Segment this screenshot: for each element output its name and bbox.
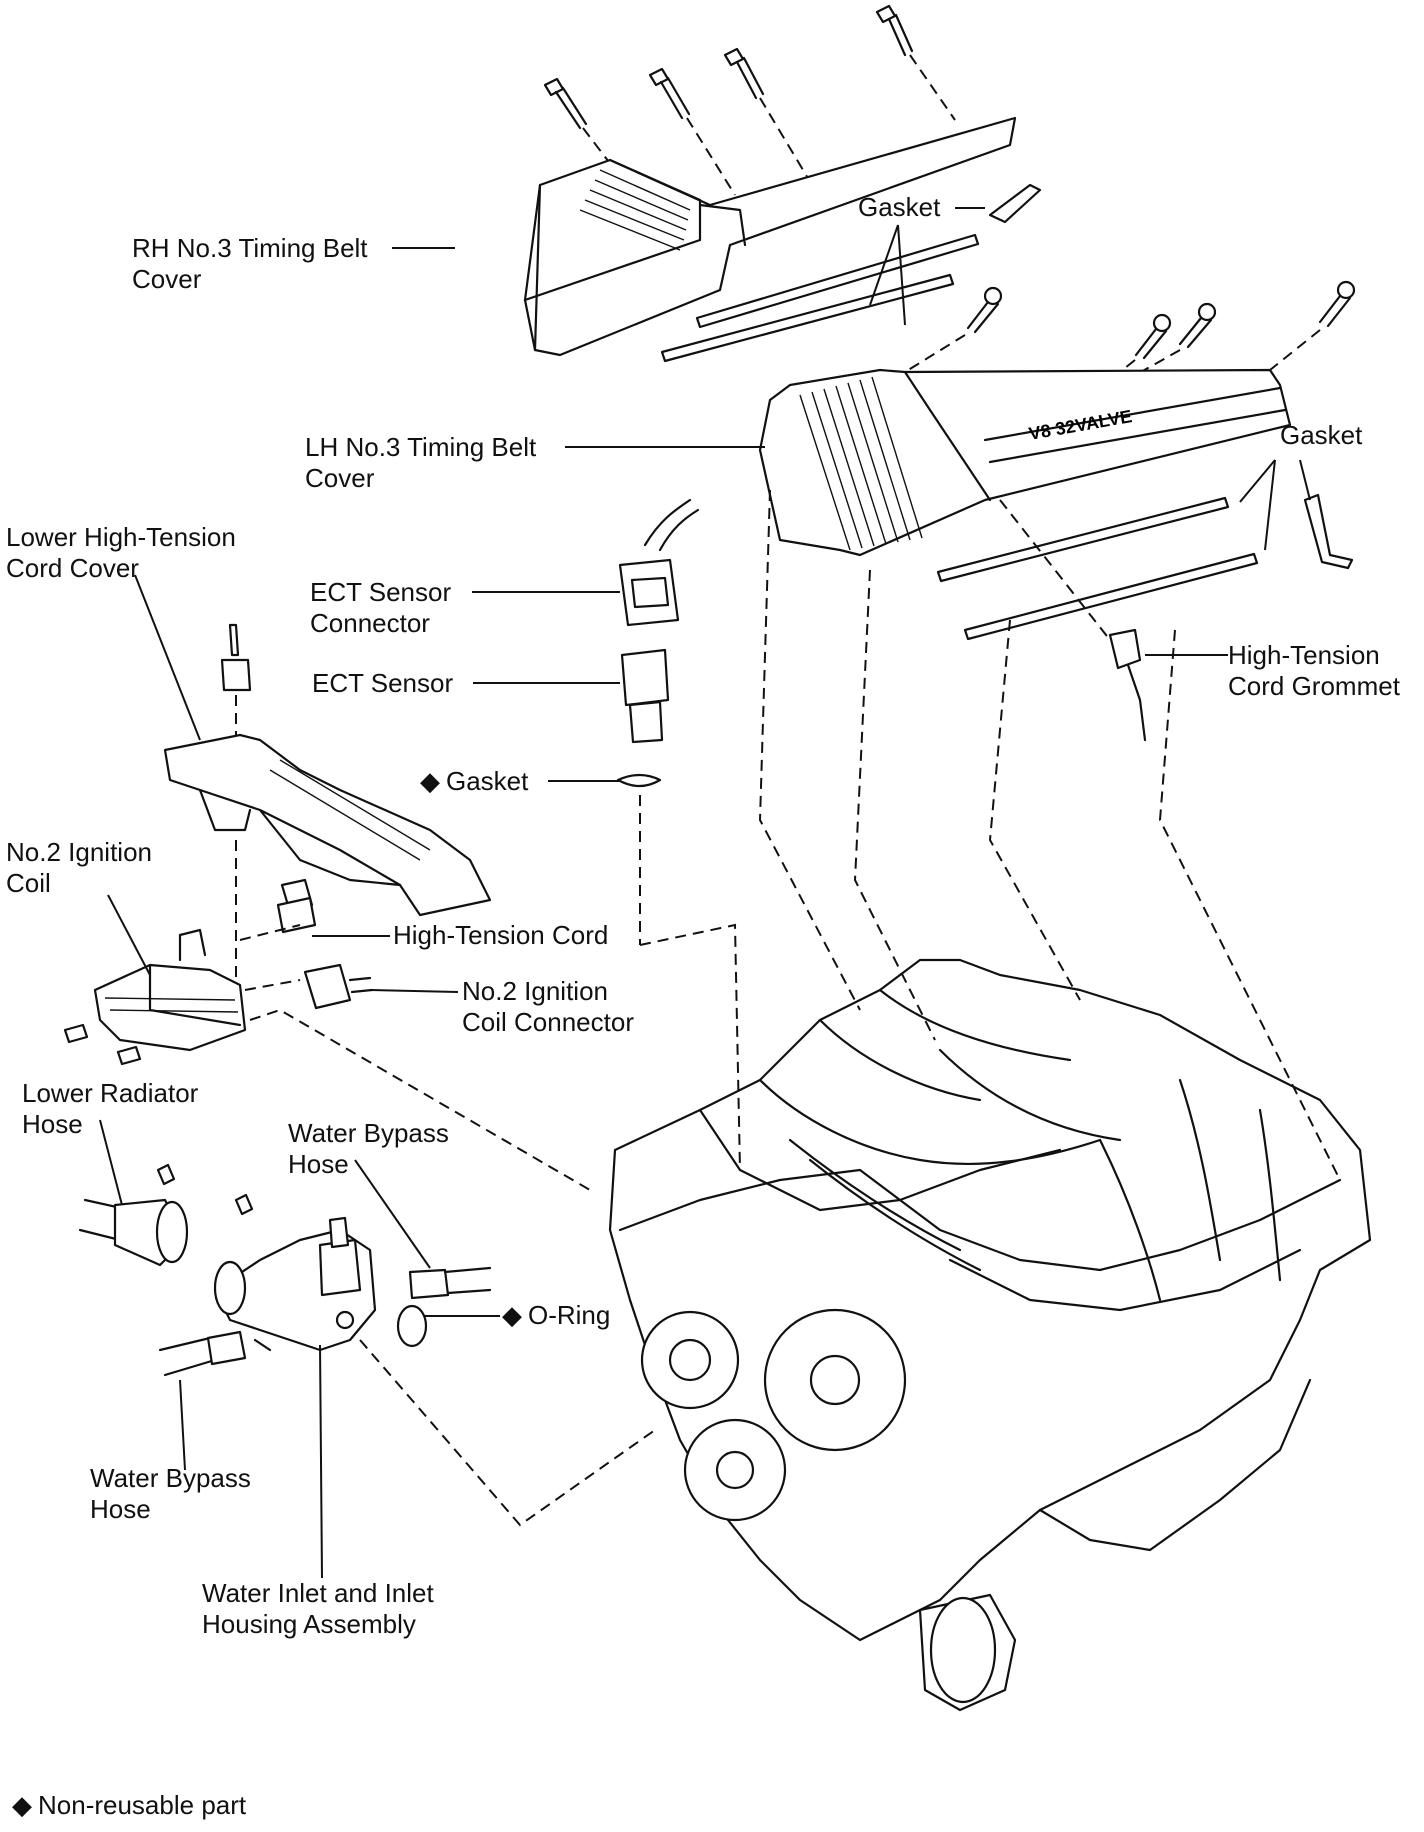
engine-block <box>608 958 1372 1712</box>
leader-lines <box>99 207 1311 1579</box>
label-no2-ignition-coil: No.2 Ignition Coil <box>6 837 152 898</box>
assembly-guides <box>639 489 1341 1181</box>
label-gasket-ect: Gasket <box>420 766 528 797</box>
label-ect-sensor-connector: ECT Sensor Connector <box>310 577 452 638</box>
ht-cord-grommet <box>999 499 1147 742</box>
high-tension-cord <box>276 878 317 934</box>
lower-ht-cord-cover <box>163 623 492 990</box>
label-lh-timing-belt-cover: LH No.3 Timing Belt Cover <box>305 432 537 493</box>
water-inlet-housing <box>158 1216 492 1377</box>
label-gasket-top: Gasket <box>858 192 941 222</box>
ect-connector-and-sensor <box>616 498 700 945</box>
no2-ignition-coil <box>63 928 247 1066</box>
label-o-ring: O-Ring <box>502 1300 610 1331</box>
rh-timing-belt-cover <box>523 116 1017 357</box>
label-no2-coil-connector: No.2 Ignition Coil Connector <box>462 976 634 1037</box>
label-lower-radiator-hose: Lower Radiator Hose <box>22 1078 199 1139</box>
label-water-inlet-housing: Water Inlet and Inlet Housing Assembly <box>202 1578 434 1639</box>
label-lower-ht-cord-cover: Lower High-Tension Cord Cover <box>6 522 236 583</box>
label-ect-sensor: ECT Sensor <box>312 668 454 698</box>
label-high-tension-cord: High-Tension Cord <box>393 920 609 950</box>
lower-radiator-hose <box>78 1163 254 1267</box>
lh-gaskets <box>936 493 1354 641</box>
legend-non-reusable: Non-reusable part <box>12 1790 246 1821</box>
lh-timing-belt-cover: V8 32VALVE <box>758 368 1292 557</box>
no2-coil-connector <box>303 963 374 1010</box>
label-rh-timing-belt-cover: RH No.3 Timing Belt Cover <box>132 233 368 294</box>
label-water-bypass-hose-top: Water Bypass Hose <box>288 1118 449 1179</box>
rh-gaskets <box>660 183 1042 363</box>
label-water-bypass-hose-left: Water Bypass Hose <box>90 1463 251 1524</box>
label-gasket-right: Gasket <box>1280 420 1363 450</box>
label-ht-cord-grommet: High-Tension Cord Grommet <box>1228 640 1400 701</box>
